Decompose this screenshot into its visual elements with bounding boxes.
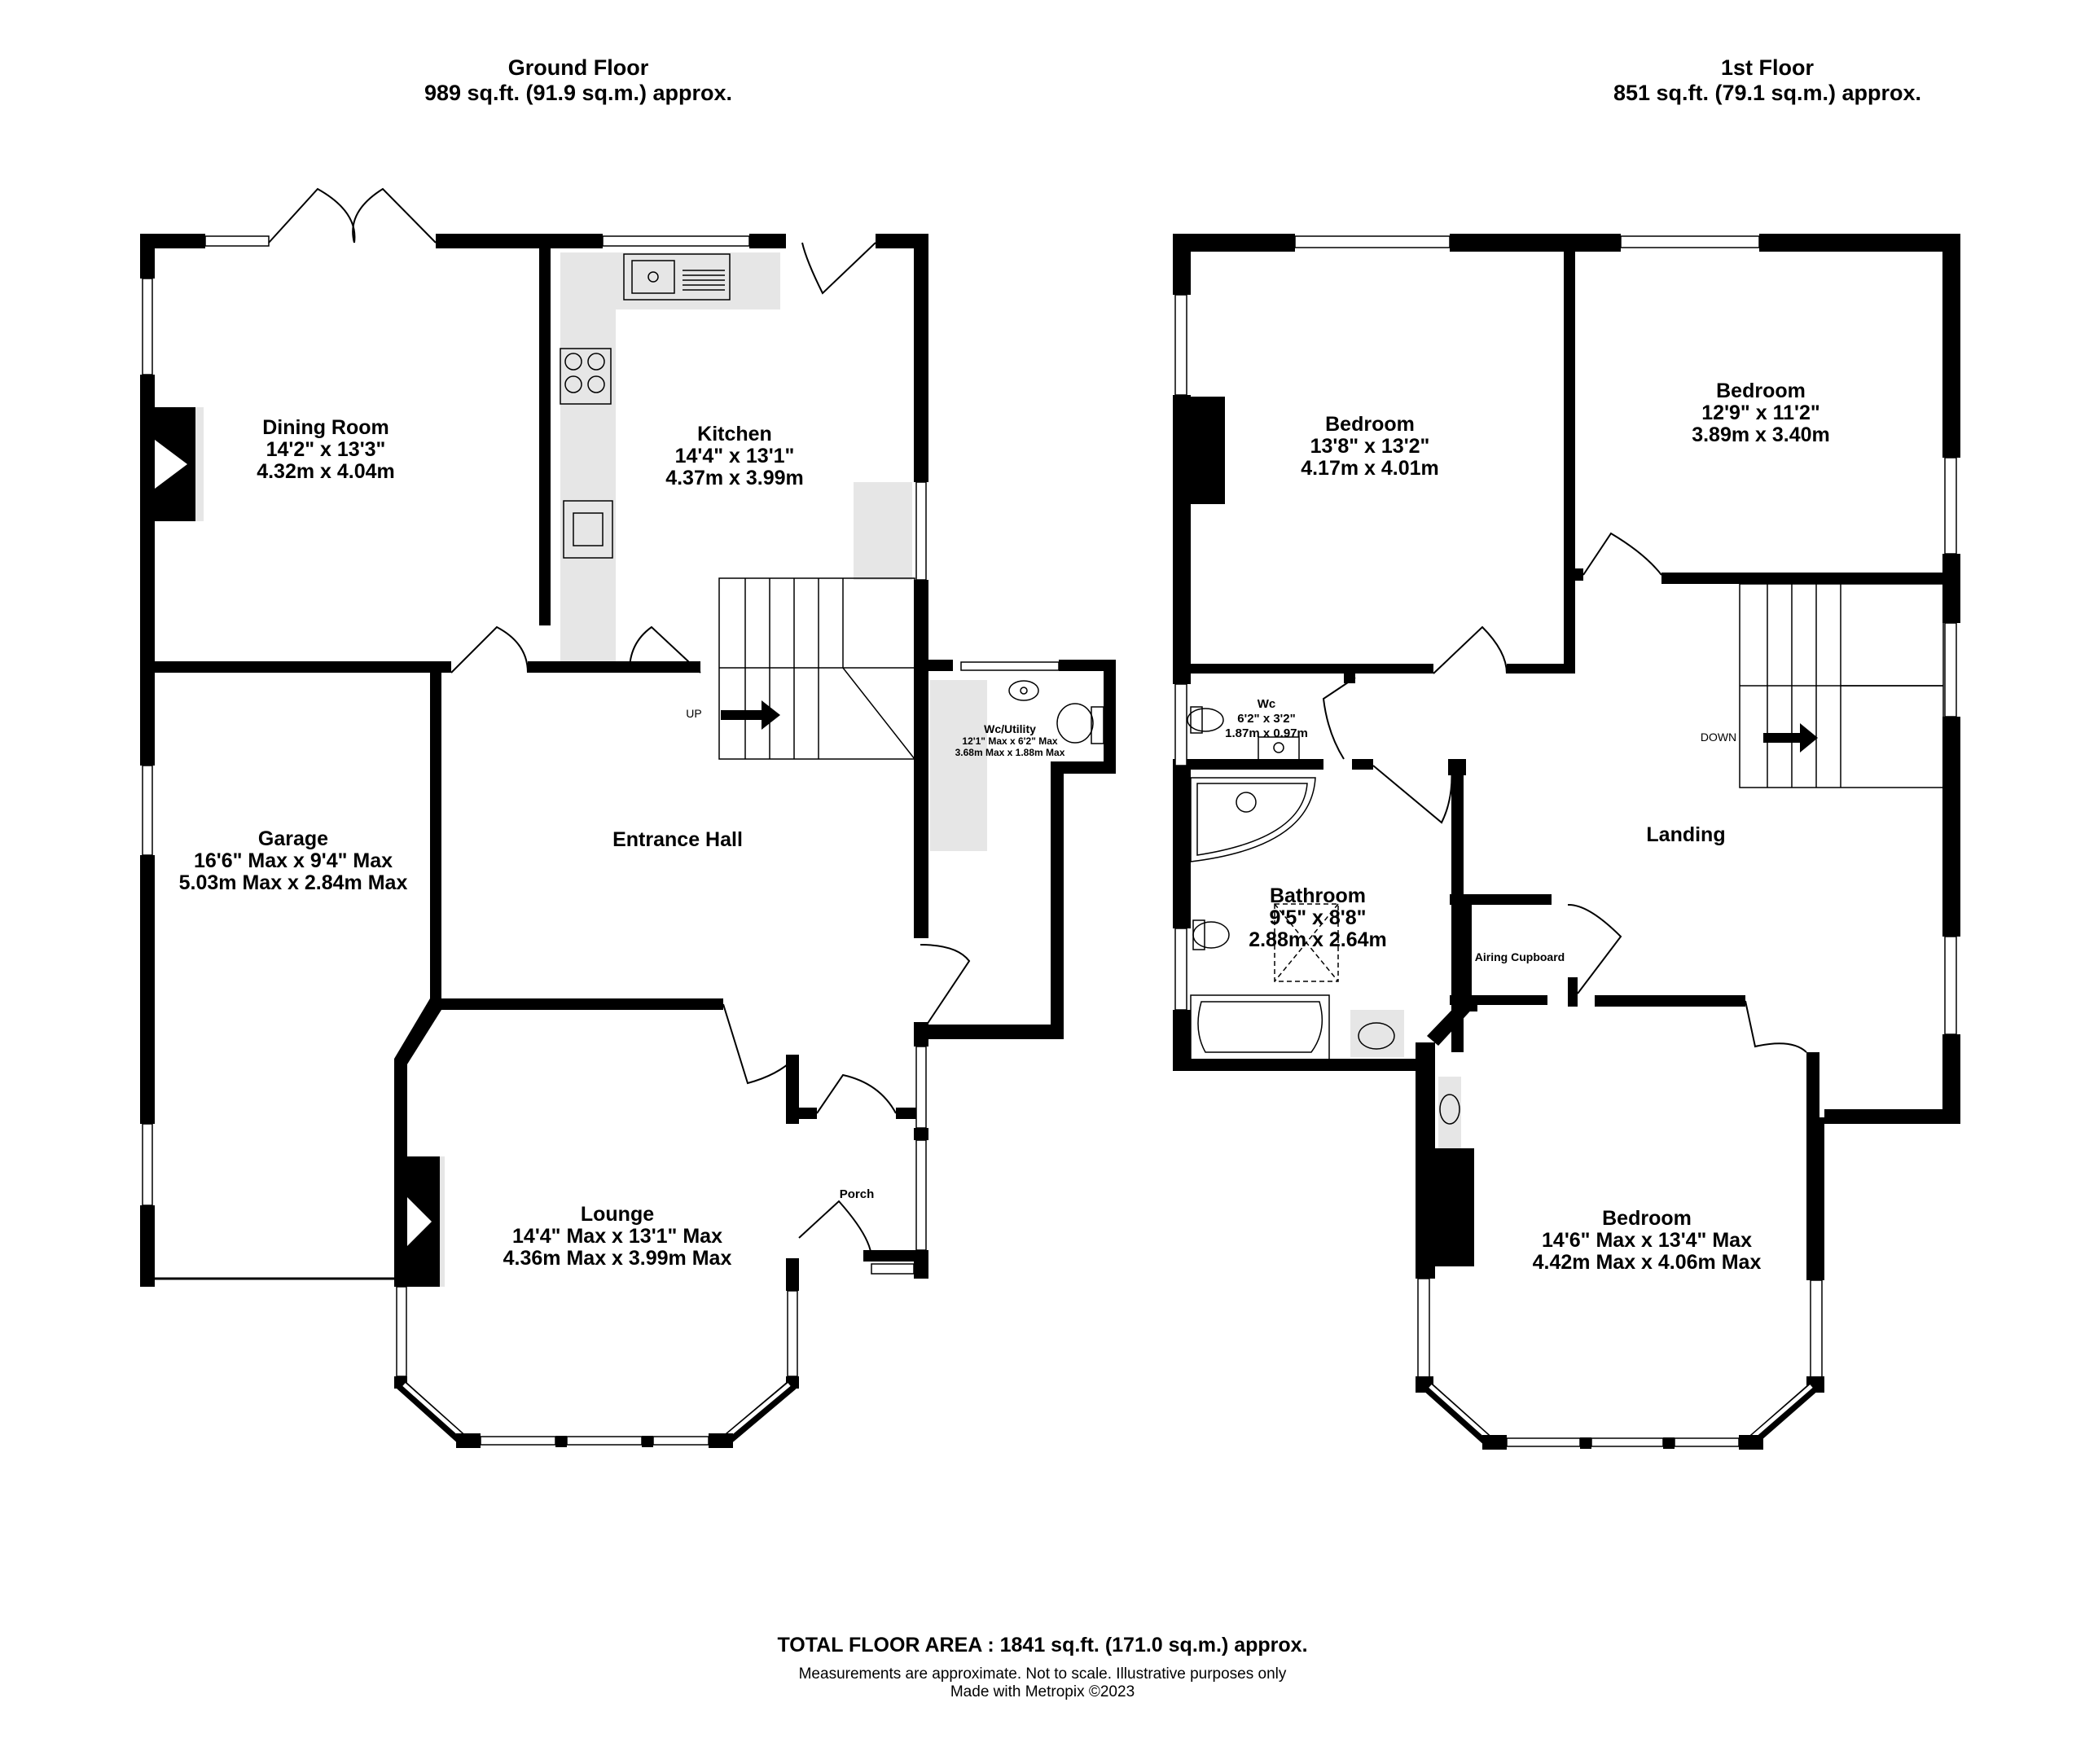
microwave xyxy=(563,500,613,559)
dining-room-label: Dining Room 14'2" x 13'3" 4.32m x 4.04m xyxy=(257,416,395,483)
ground-floor-title: Ground Floor xyxy=(507,55,649,80)
disclaimer-note: Measurements are approximate. Not to sca… xyxy=(798,1665,1287,1683)
bedroom-3-label: Bedroom 14'6" Max x 13'4" Max 4.42m Max … xyxy=(1532,1207,1762,1274)
lounge-label: Lounge 14'4" Max x 13'1" Max 4.36m Max x… xyxy=(503,1203,732,1270)
stairs-down-arrow xyxy=(1763,723,1818,753)
landing-label: Landing xyxy=(1646,823,1726,846)
stairs-up-label: UP xyxy=(686,707,702,720)
staircase-first xyxy=(1739,583,1944,788)
bedroom-2-label: Bedroom 12'9" x 11'2" 3.89m x 3.40m xyxy=(1692,380,1830,446)
bedroom-1-label: Bedroom 13'8" x 13'2" 4.17m x 4.01m xyxy=(1301,413,1439,480)
porch-label: Porch xyxy=(839,1187,875,1201)
first-floor-title: 1st Floor xyxy=(1720,55,1814,80)
bathroom-label: Bathroom 9'5" x 8'8" 2.88m x 2.64m xyxy=(1249,884,1387,951)
entrance-hall-label: Entrance Hall xyxy=(612,828,743,851)
first-floor-area: 851 sq.ft. (79.1 sq.m.) approx. xyxy=(1613,81,1922,105)
airing-cupboard-label: Airing Cupboard xyxy=(1474,950,1565,963)
kitchen-label: Kitchen 14'4" x 13'1" 4.37m x 3.99m xyxy=(665,423,804,489)
metropix-credit: Made with Metropix ©2023 xyxy=(950,1683,1135,1700)
staircase-ground xyxy=(718,577,915,760)
stairs-down-label: DOWN xyxy=(1700,731,1737,744)
bath xyxy=(1190,994,1330,1061)
utility-label: Wc/Utility 12'1" Max x 6'2" Max 3.68m Ma… xyxy=(955,722,1065,759)
ground-floor-plan xyxy=(140,187,1116,1448)
wc-label: Wc 6'2" x 3'2" 1.87m x 0.97m xyxy=(1225,697,1308,740)
first-floor-plan xyxy=(1173,234,1960,1450)
ground-floor-header: Ground Floor 989 sq.ft. (91.9 sq.m.) app… xyxy=(375,55,782,106)
hob xyxy=(560,348,612,405)
garage-label: Garage 16'6" Max x 9'4" Max 5.03m Max x … xyxy=(178,827,408,894)
utility-worktop xyxy=(930,680,987,851)
ground-floor-area: 989 sq.ft. (91.9 sq.m.) approx. xyxy=(424,81,733,105)
kitchen-sink xyxy=(623,253,731,301)
total-floor-area: TOTAL FLOOR AREA : 1841 sq.ft. (171.0 sq… xyxy=(777,1634,1308,1656)
stairs-up-arrow xyxy=(721,700,780,730)
first-floor-header: 1st Floor 851 sq.ft. (79.1 sq.m.) approx… xyxy=(1564,55,1971,106)
